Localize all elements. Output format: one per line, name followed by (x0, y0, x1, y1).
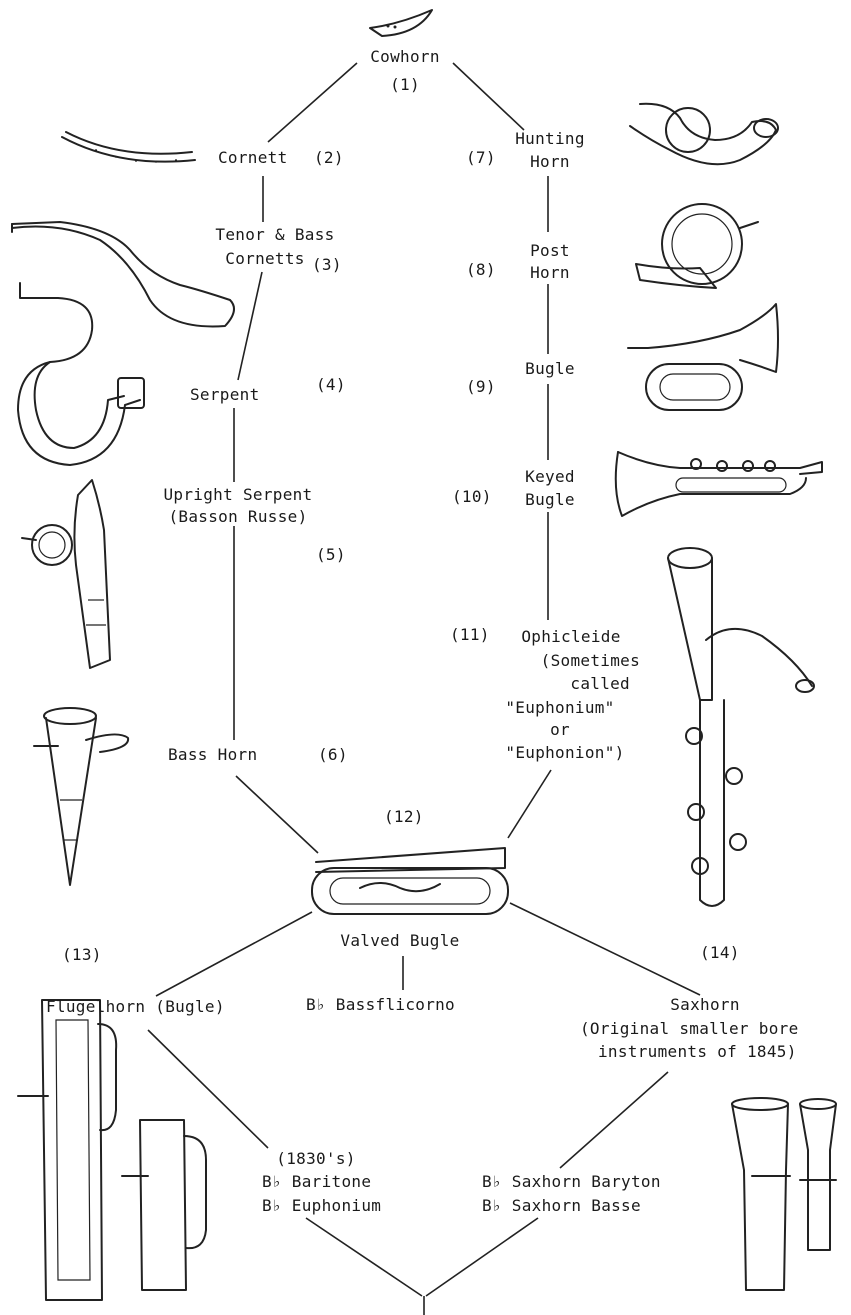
label-ophicleide: Ophicleide (496, 626, 646, 648)
number-8: (8) (466, 259, 496, 281)
label-valved-bugle: Valved Bugle (320, 930, 480, 952)
number-5: (5) (316, 544, 346, 566)
cornett-illustration (62, 132, 195, 162)
number-6: (6) (318, 744, 348, 766)
bugle-illustration (628, 304, 778, 410)
flugelhorn-illustration (18, 1000, 206, 1300)
number-11: (11) (450, 624, 490, 646)
hunting-horn-illustration (630, 104, 778, 164)
label-serpent: Serpent (190, 384, 260, 406)
label-baritone: B♭ Baritone (262, 1171, 371, 1193)
number-10: (10) (452, 486, 492, 508)
label-basson-russe: (Basson Russe) (138, 506, 338, 528)
label-bass-horn: Bass Horn (168, 744, 257, 766)
label-saxhorn-basse: B♭ Saxhorn Basse (482, 1195, 641, 1217)
cowhorn-illustration (370, 10, 432, 36)
label-cowhorn: Cowhorn (340, 46, 470, 68)
bass-horn-illustration (34, 708, 128, 885)
number-3: (3) (312, 254, 342, 276)
label-original-smaller-bore: (Original smaller bore (580, 1018, 799, 1040)
label-saxhorn: Saxhorn (640, 994, 770, 1016)
label-called: called (470, 673, 630, 695)
serpent-illustration (18, 283, 144, 465)
label-keyed: Keyed (500, 466, 600, 488)
keyed-bugle-illustration (616, 452, 822, 516)
valved-bugle-illustration (312, 848, 508, 914)
number-9: (9) (466, 376, 496, 398)
label-flugelhorn: Flugelhorn (Bugle) (46, 996, 225, 1018)
saxhorn-illustration (732, 1098, 836, 1290)
label-horn-hunting: Horn (500, 151, 600, 173)
ophicleide-illustration (668, 548, 814, 906)
label-euphonium-quote: "Euphonium" (480, 697, 640, 719)
label-1830s: (1830's) (256, 1148, 376, 1170)
label-cornett: Cornett (218, 147, 288, 169)
label-sometimes: (Sometimes (470, 650, 640, 672)
label-post: Post (500, 240, 600, 262)
upright-serpent-illustration (22, 480, 110, 668)
number-1: (1) (370, 74, 440, 96)
label-euphonium: B♭ Euphonium (262, 1195, 381, 1217)
label-euphonion-quote: "Euphonion") (480, 742, 650, 764)
number-2: (2) (314, 147, 344, 169)
label-bugle: Bugle (500, 358, 600, 380)
number-14: (14) (700, 942, 740, 964)
post-horn-illustration (636, 204, 758, 288)
label-bassflicorno: B♭ Bassflicorno (306, 994, 455, 1016)
label-saxhorn-baryton: B♭ Saxhorn Baryton (482, 1171, 661, 1193)
label-instruments-1845: instruments of 1845) (598, 1041, 797, 1063)
number-4: (4) (316, 374, 346, 396)
number-12: (12) (384, 806, 424, 828)
label-hunting: Hunting (500, 128, 600, 150)
label-tenor-bass: Tenor & Bass (190, 224, 360, 246)
label-upright-serpent: Upright Serpent (138, 484, 338, 506)
number-13: (13) (62, 944, 102, 966)
label-or: or (480, 719, 640, 741)
label-keyed-bugle: Bugle (500, 489, 600, 511)
number-7: (7) (466, 147, 496, 169)
label-horn-post: Horn (500, 262, 600, 284)
